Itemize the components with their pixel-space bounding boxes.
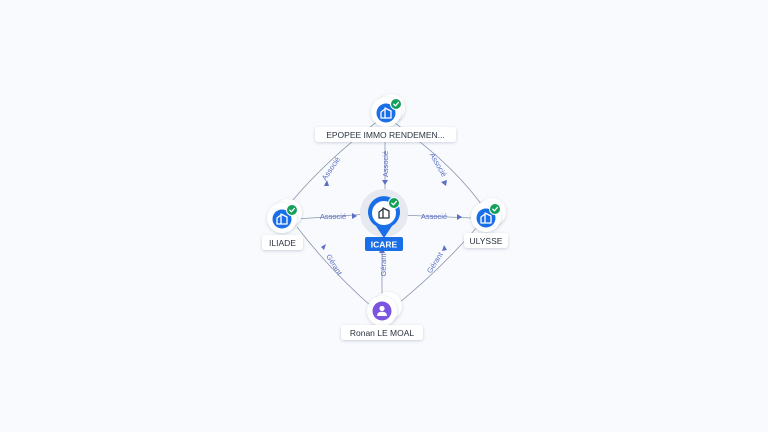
edge-label-associe: Associé [428,151,449,178]
node-ulysse[interactable]: ULYSSE [464,198,508,248]
verified-badge [390,98,402,110]
node-label-bg [262,235,303,250]
edge-icare-ulysse: Associé [399,212,473,221]
edge-label-gerant: Gérant [379,253,388,277]
edge-label-gerant: Gérant [324,253,344,278]
node-label-bg [464,233,508,248]
verified-badge [388,197,400,209]
edge-label-associe: Associé [320,155,342,182]
node-label: Ronan LE MOAL [350,328,415,338]
person-icon [377,305,387,316]
node-label-bg [365,237,403,251]
node-label: ULYSSE [470,236,503,246]
node-label-bg [341,325,423,340]
node-label-bg [315,127,456,142]
building-icon [378,207,390,219]
verified-badge [489,203,501,215]
edge-label-associe: Associé [320,212,346,221]
node-epopee[interactable]: EPOPEE IMMO RENDEMEN... [315,94,456,142]
node-icare[interactable]: ICARE [360,189,408,251]
edge-label-associe: Associé [381,151,390,177]
node-ronan[interactable]: Ronan LE MOAL [341,292,423,340]
edge-ronan-iliade: Gérant [296,226,373,308]
node-label: EPOPEE IMMO RENDEMEN... [326,130,445,140]
node-label: ICARE [371,240,398,250]
node-iliade[interactable]: ILIADE [262,199,303,250]
edge-iliade-icare: Associé [296,212,369,221]
node-label: ILIADE [269,238,296,248]
edge-label-associe: Associé [421,212,447,221]
verified-badge [286,204,298,216]
